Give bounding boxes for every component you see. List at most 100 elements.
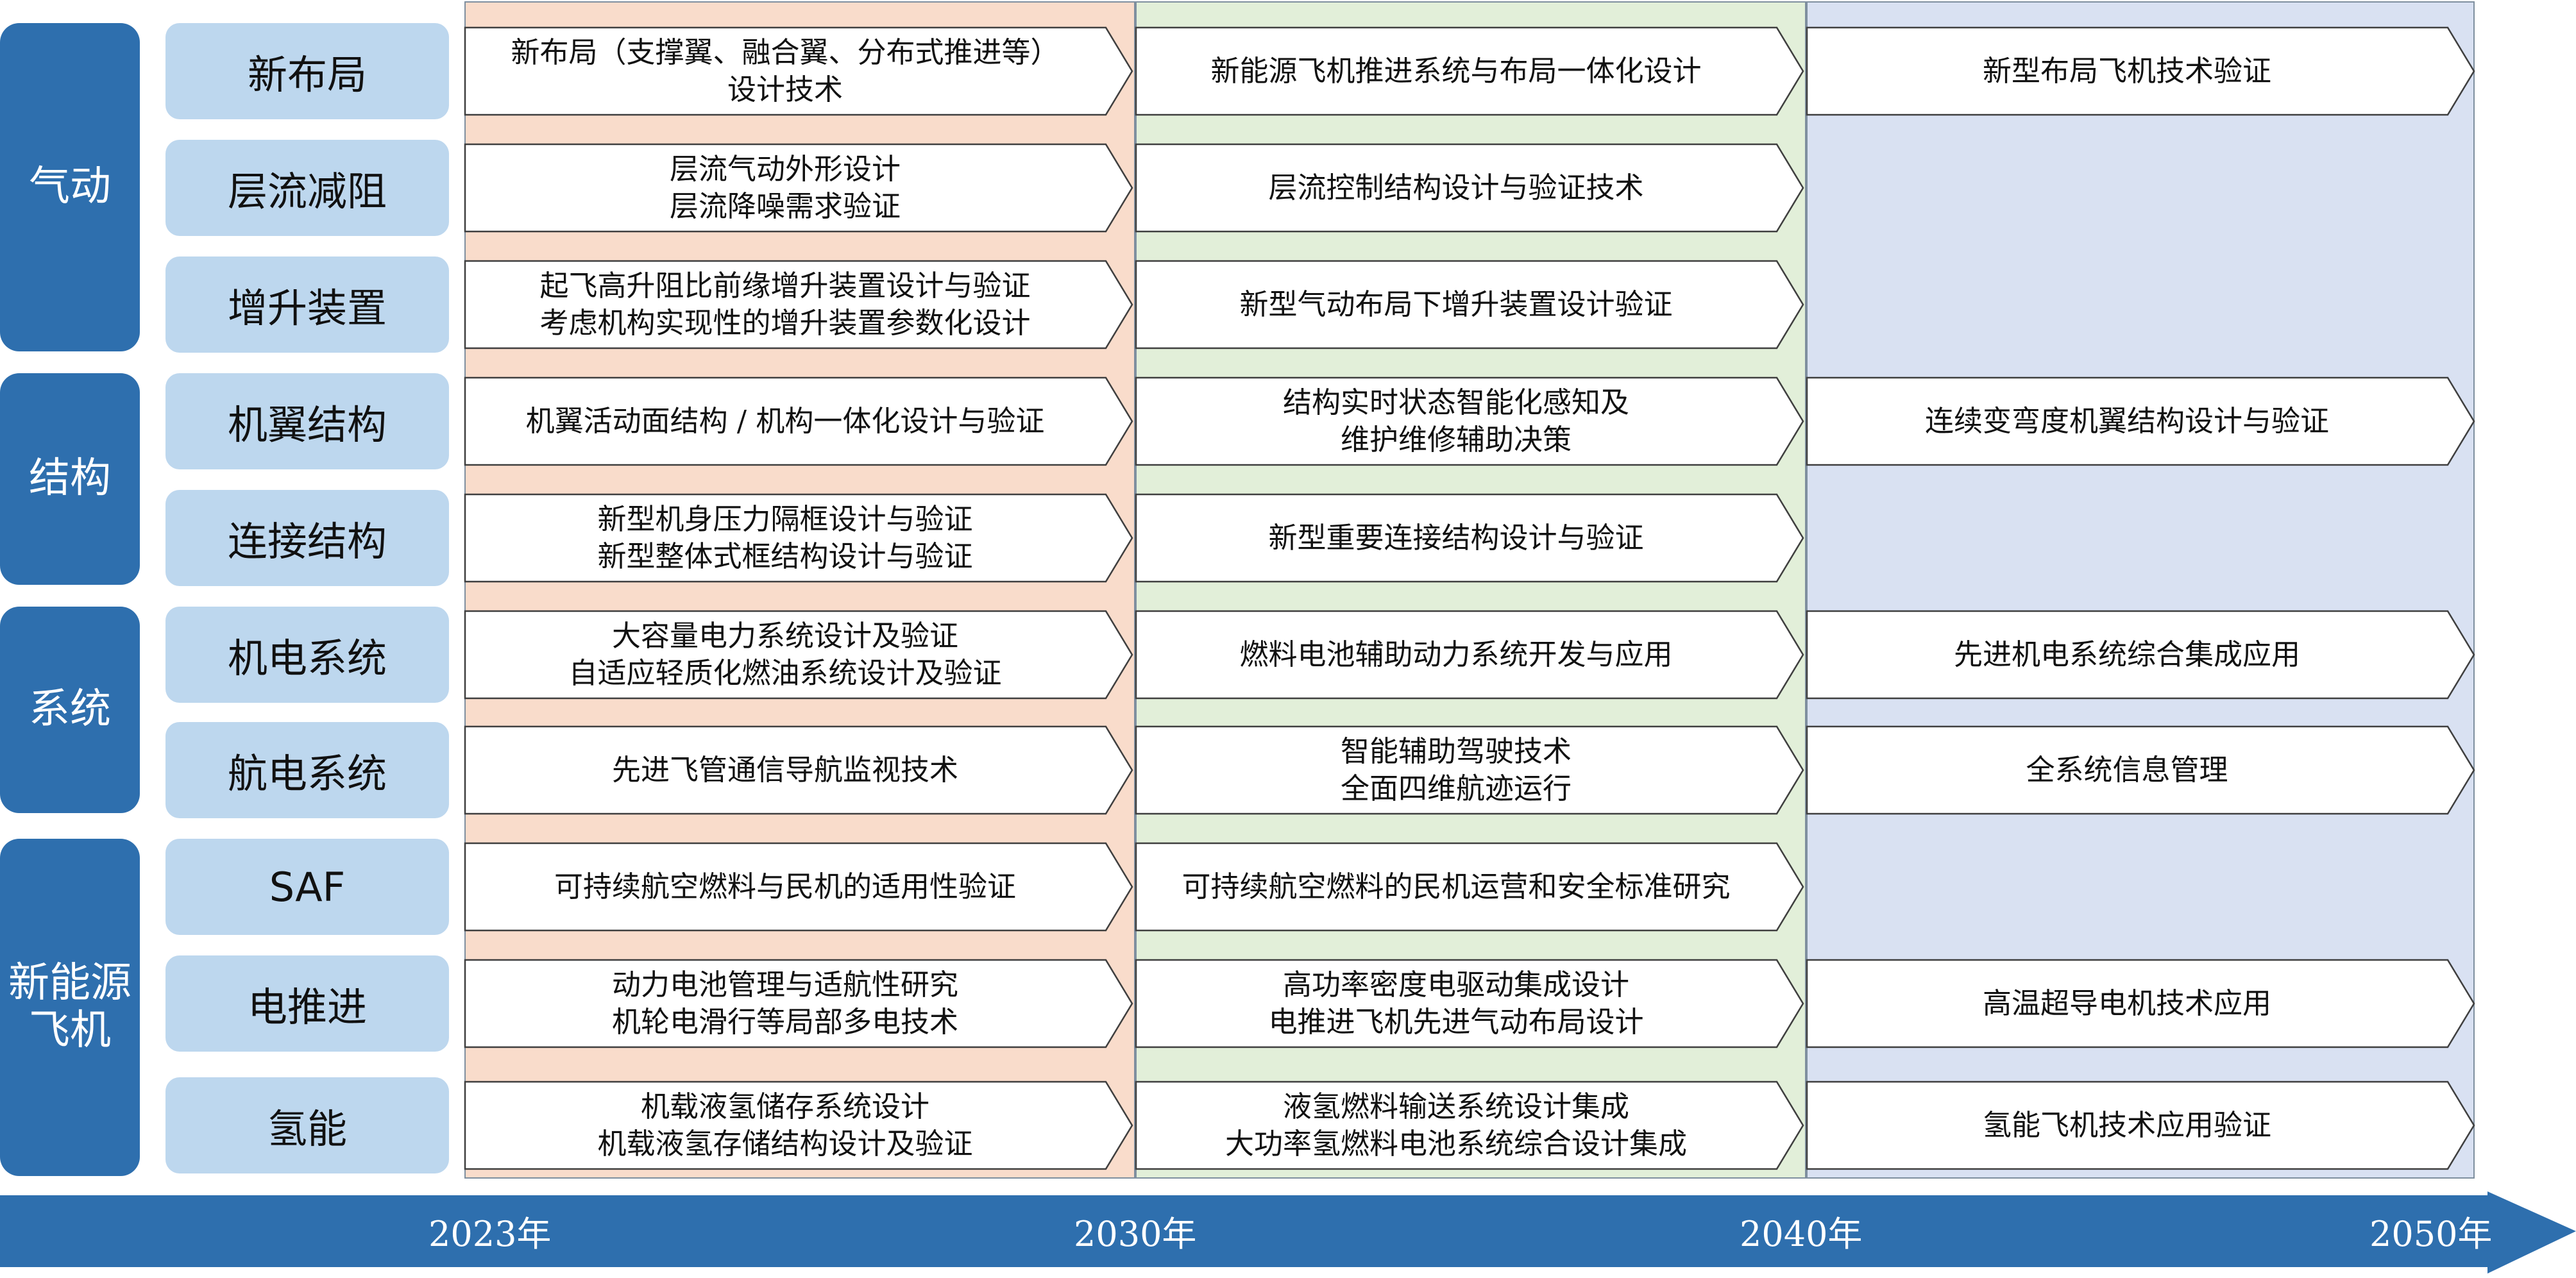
cell-text-line: 层流降噪需求验证 [669,189,901,223]
sub-category-electric-propulsion: 电推进 [165,955,449,1052]
sub-category-hydrogen-energy: 氢能 [165,1077,449,1173]
cell-text: 机翼活动面结构 / 机构一体化设计与验证 [471,377,1099,466]
cell-text: 新型重要连接结构设计与验证 [1142,494,1770,582]
roadmap-cell-laminar-drag-reduction-2: 层流控制结构设计与验证技术 [1135,143,1804,233]
cell-text-line: 机翼活动面结构 / 机构一体化设计与验证 [525,404,1045,439]
roadmap-cell-electromechanical-systems-1: 大容量电力系统设计及验证自适应轻质化燃油系统设计及验证 [464,610,1133,700]
roadmap-cell-avionics-systems-3: 全系统信息管理 [1806,725,2475,815]
arrow-shape [464,493,1133,583]
roadmap-cell-avionics-systems-2: 智能辅助驾驶技术全面四维航迹运行 [1135,725,1804,815]
cell-text-line: 动力电池管理与适航性研究 [611,968,958,1002]
cell-text: 燃料电池辅助动力系统开发与应用 [1142,610,1770,699]
cell-text-line: 维护维修辅助决策 [1340,423,1572,457]
cell-text-line: 新型布局飞机技术验证 [1982,54,2271,88]
cell-text: 新能源飞机推进系统与布局一体化设计 [1142,27,1770,115]
cell-text: 先进飞管通信导航监视技术 [471,726,1099,814]
cell-text: 先进机电系统综合集成应用 [1813,610,2441,699]
arrow-shape [464,143,1133,233]
sub-category-laminar-drag-reduction: 层流减阻 [165,140,449,236]
cell-text-line: 先进飞管通信导航监视技术 [611,753,958,787]
cell-text: 智能辅助驾驶技术全面四维航迹运行 [1142,726,1770,814]
arrow-shape [1806,26,2475,116]
sub-category-joint-structure: 连接结构 [165,490,449,586]
arrow-shape [464,1080,1133,1170]
category-structure: 结构 [0,373,140,585]
cell-text-line: 燃料电池辅助动力系统开发与应用 [1239,637,1673,672]
arrow-shape [1806,610,2475,700]
cell-text-line: 机轮电滑行等局部多电技术 [611,1005,958,1039]
cell-text: 全系统信息管理 [1813,726,2441,814]
category-new-energy-aircraft: 新能源 飞机 [0,839,140,1176]
roadmap-cell-wing-structure-2: 结构实时状态智能化感知及维护维修辅助决策 [1135,376,1804,466]
roadmap-cell-electric-propulsion-3: 高温超导电机技术应用 [1806,959,2475,1048]
year-2050-label: 2050年 [2369,1214,2493,1254]
cell-text: 新型机身压力隔框设计与验证新型整体式框结构设计与验证 [471,494,1099,582]
arrow-shape [464,26,1133,116]
cell-text-line: 层流控制结构设计与验证技术 [1268,171,1644,205]
roadmap-cell-new-layout-2: 新能源飞机推进系统与布局一体化设计 [1135,26,1804,116]
roadmap-cell-hydrogen-energy-3: 氢能飞机技术应用验证 [1806,1080,2475,1170]
roadmap-cell-saf-2: 可持续航空燃料的民机运营和安全标准研究 [1135,842,1804,932]
arrow-shape [464,610,1133,700]
cell-text-line: 先进机电系统综合集成应用 [1953,637,2300,672]
cell-text-line: 层流气动外形设计 [669,152,901,187]
arrow-shape [464,725,1133,815]
cell-text-line: 机载液氢存储结构设计及验证 [597,1127,973,1161]
cell-text-line: 连续变弯度机翼结构设计与验证 [1924,404,2329,439]
arrow-shape [1806,376,2475,466]
cell-text-line: 高温超导电机技术应用 [1982,986,2271,1021]
sub-category-high-lift-devices: 增升装置 [165,256,449,353]
cell-text: 液氢燃料输送系统设计集成大功率氢燃料电池系统综合设计集成 [1142,1081,1770,1170]
cell-text-line: 智能辅助驾驶技术 [1340,734,1572,769]
cell-text: 高功率密度电驱动集成设计电推进飞机先进气动布局设计 [1142,959,1770,1048]
arrow-shape [1806,1080,2475,1170]
cell-text: 起飞高升阻比前缘增升装置设计与验证考虑机构实现性的增升装置参数化设计 [471,260,1099,349]
cell-text-line: 全系统信息管理 [2026,753,2228,787]
sub-category-electromechanical-systems: 机电系统 [165,607,449,703]
cell-text-line: 新型重要连接结构设计与验证 [1268,521,1644,555]
sub-category-avionics-systems: 航电系统 [165,722,449,818]
roadmap-cell-high-lift-devices-1: 起飞高升阻比前缘增升装置设计与验证考虑机构实现性的增升装置参数化设计 [464,260,1133,349]
cell-text-line: 新型气动布局下增升装置设计验证 [1239,287,1673,322]
roadmap-cell-new-layout-3: 新型布局飞机技术验证 [1806,26,2475,116]
cell-text-line: 新布局（支撑翼、融合翼、分布式推进等） [511,35,1060,70]
cell-text: 层流气动外形设计层流降噪需求验证 [471,144,1099,232]
arrow-shape [464,842,1133,932]
roadmap-cell-hydrogen-energy-1: 机载液氢储存系统设计机载液氢存储结构设计及验证 [464,1080,1133,1170]
arrow-shape [1806,959,2475,1048]
category-aerodynamics: 气动 [0,23,140,351]
roadmap-cell-joint-structure-2: 新型重要连接结构设计与验证 [1135,493,1804,583]
cell-text-line: 新型整体式框结构设计与验证 [597,539,973,573]
cell-text: 新型布局飞机技术验证 [1813,27,2441,115]
cell-text: 大容量电力系统设计及验证自适应轻质化燃油系统设计及验证 [471,610,1099,699]
arrow-shape [1135,1080,1804,1170]
arrow-shape [1135,610,1804,700]
roadmap-cell-electric-propulsion-1: 动力电池管理与适航性研究机轮电滑行等局部多电技术 [464,959,1133,1048]
sub-category-new-layout: 新布局 [165,23,449,119]
roadmap-cell-high-lift-devices-2: 新型气动布局下增升装置设计验证 [1135,260,1804,349]
cell-text-line: 考虑机构实现性的增升装置参数化设计 [539,306,1031,340]
cell-text-line: 新能源飞机推进系统与布局一体化设计 [1210,54,1702,88]
cell-text-line: 氢能飞机技术应用验证 [1982,1108,2271,1143]
arrow-shape [1135,725,1804,815]
roadmap-cell-wing-structure-3: 连续变弯度机翼结构设计与验证 [1806,376,2475,466]
year-2030-label: 2030年 [1074,1214,1197,1254]
roadmap-cell-joint-structure-1: 新型机身压力隔框设计与验证新型整体式框结构设计与验证 [464,493,1133,583]
cell-text: 机载液氢储存系统设计机载液氢存储结构设计及验证 [471,1081,1099,1170]
arrow-shape [1135,959,1804,1048]
cell-text: 新型气动布局下增升装置设计验证 [1142,260,1770,349]
arrow-shape [1135,376,1804,466]
roadmap-cell-electric-propulsion-2: 高功率密度电驱动集成设计电推进飞机先进气动布局设计 [1135,959,1804,1048]
arrow-shape [1135,842,1804,932]
roadmap-cell-electromechanical-systems-3: 先进机电系统综合集成应用 [1806,610,2475,700]
cell-text: 可持续航空燃料与民机的适用性验证 [471,843,1099,931]
cell-text-line: 大功率氢燃料电池系统综合设计集成 [1224,1127,1687,1161]
cell-text-line: 电推进飞机先进气动布局设计 [1268,1005,1644,1039]
cell-text: 氢能飞机技术应用验证 [1813,1081,2441,1170]
roadmap-cell-electromechanical-systems-2: 燃料电池辅助动力系统开发与应用 [1135,610,1804,700]
roadmap-cell-avionics-systems-1: 先进飞管通信导航监视技术 [464,725,1133,815]
cell-text: 结构实时状态智能化感知及维护维修辅助决策 [1142,377,1770,466]
cell-text-line: 结构实时状态智能化感知及 [1282,385,1629,420]
cell-text-line: 可持续航空燃料与民机的适用性验证 [554,870,1016,904]
cell-text-line: 设计技术 [727,72,843,106]
